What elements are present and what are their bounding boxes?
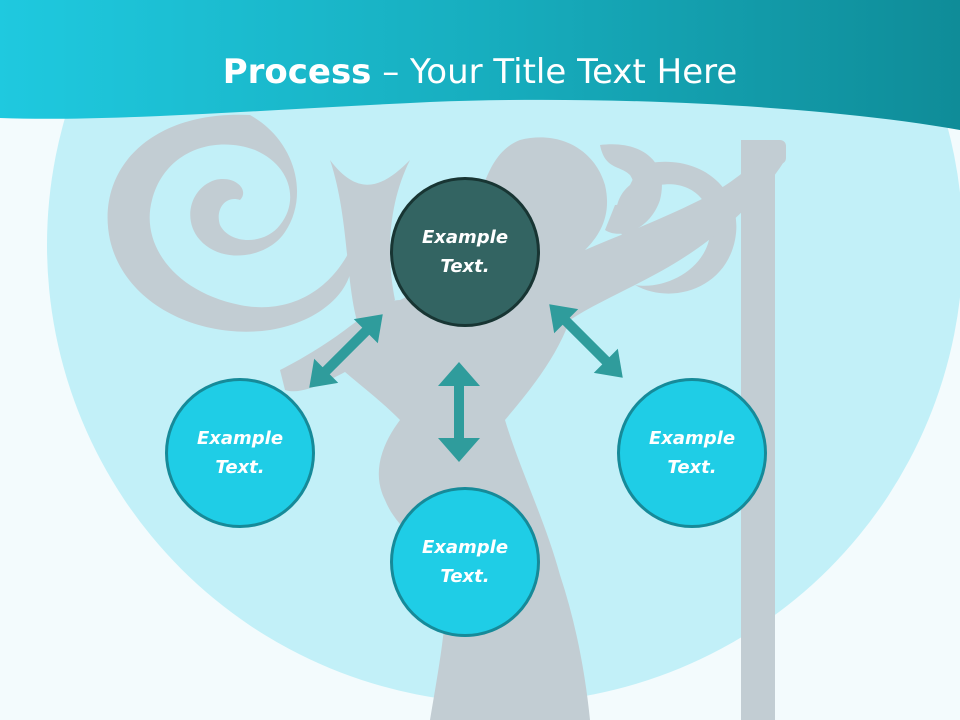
node-left-line2: Text. xyxy=(215,457,265,478)
title-rest: – Your Title Text Here xyxy=(371,52,738,92)
node-right-line2: Text. xyxy=(667,457,717,478)
arrow-vertical xyxy=(438,362,480,462)
page-title: Process – Your Title Text Here xyxy=(0,52,960,92)
node-bottom: Example Text. xyxy=(390,487,540,637)
title-bold: Process xyxy=(222,52,372,92)
arrow-top-right xyxy=(549,304,623,378)
node-top: Example Text. xyxy=(390,177,540,327)
node-bottom-line1: Example xyxy=(421,537,509,558)
arrow-top-left xyxy=(309,314,383,388)
header-band xyxy=(0,0,960,130)
node-right: Example Text. xyxy=(617,378,767,528)
node-left: Example Text. xyxy=(165,378,315,528)
node-top-line2: Text. xyxy=(440,256,490,277)
node-left-line1: Example xyxy=(196,428,284,449)
node-bottom-line2: Text. xyxy=(440,566,490,587)
node-right-line1: Example xyxy=(648,428,736,449)
node-top-line1: Example xyxy=(421,227,509,248)
